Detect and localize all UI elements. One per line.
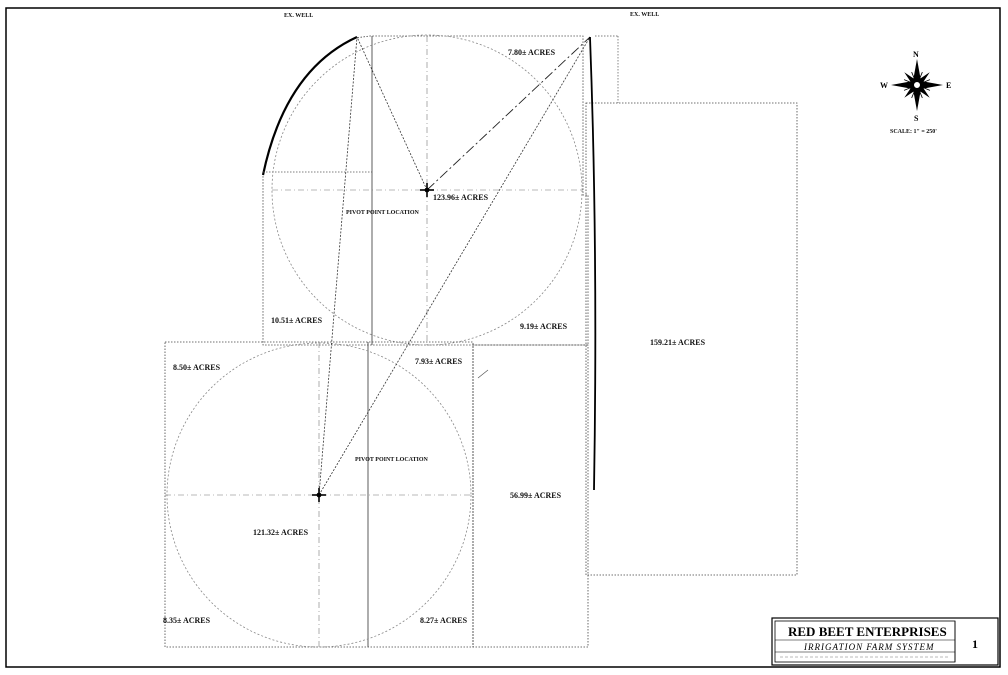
compass-e: E [946, 81, 951, 90]
label-south-bottom-right: 8.27± ACRES [420, 616, 468, 625]
label-south-top-left: 8.50± ACRES [173, 363, 221, 372]
north-pivot-circle [271, 34, 583, 346]
compass-w: W [880, 81, 888, 90]
label-middle-strip: 56.99± ACRES [510, 491, 562, 500]
east-field-west-line [589, 36, 597, 491]
east-field-boundary [585, 102, 798, 576]
left-well-label: EX. WELL [284, 13, 313, 19]
label-north-top-corner: 7.80± ACRES [508, 48, 556, 57]
south-pivot-location-label: PIVOT POINT LOCATION [355, 457, 429, 463]
sheet-number: 1 [972, 637, 978, 651]
middle-strip-lead [477, 369, 489, 379]
right-well-label: EX. WELL [630, 12, 659, 18]
label-north-bottom-left: 10.51± ACRES [271, 316, 323, 325]
label-south-top-right: 7.93± ACRES [415, 357, 463, 366]
south-pivot-point [312, 488, 326, 502]
south-pipeline-right [318, 36, 591, 496]
middle-strip-boundary [472, 344, 589, 648]
north-pipeline-right [426, 36, 591, 191]
label-east-field: 159.21± ACRES [650, 338, 706, 347]
label-north-pivot: 123.96± ACRES [433, 193, 489, 202]
scale-label: SCALE: 1" = 250' [890, 129, 937, 135]
north-arrow-compass [891, 59, 943, 111]
north-field-west-arc [261, 36, 358, 176]
label-south-bottom-left: 8.35± ACRES [163, 616, 211, 625]
compass-n: N [913, 50, 919, 59]
north-pivot-point [420, 183, 434, 197]
north-pipeline-left [356, 36, 428, 191]
title-block [771, 617, 999, 666]
south-pipeline-left [318, 36, 358, 496]
label-north-bottom-right: 9.19± ACRES [520, 322, 568, 331]
project-name: IRRIGATION FARM SYSTEM [803, 642, 935, 652]
sheet-border [5, 7, 1001, 668]
label-south-pivot: 121.32± ACRES [253, 528, 309, 537]
company-name: RED BEET ENTERPRISES [788, 624, 947, 639]
north-pivot-location-label: PIVOT POINT LOCATION [346, 210, 420, 216]
compass-s: S [914, 114, 919, 123]
